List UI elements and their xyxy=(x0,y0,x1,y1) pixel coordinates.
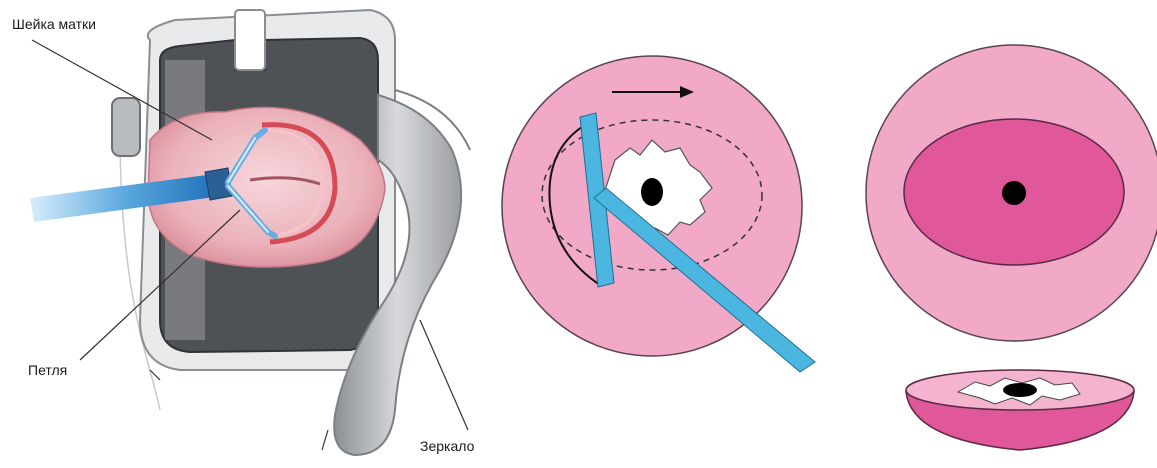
speculum-knob xyxy=(112,98,140,156)
label-cervix: Шейка матки xyxy=(12,16,96,32)
leader-stub2 xyxy=(322,430,328,450)
label-loop: Петля xyxy=(28,362,67,378)
excised-cone xyxy=(906,370,1134,450)
leader-speculum xyxy=(420,320,468,430)
speculum-slot xyxy=(235,10,265,70)
speculum-scene xyxy=(30,10,470,455)
excision-diagram xyxy=(502,56,815,372)
label-speculum: Зеркало xyxy=(420,438,474,454)
external-os xyxy=(641,178,663,206)
external-os-right xyxy=(1002,181,1026,205)
cervix-front-view xyxy=(866,45,1157,341)
cone-os xyxy=(1003,383,1037,397)
